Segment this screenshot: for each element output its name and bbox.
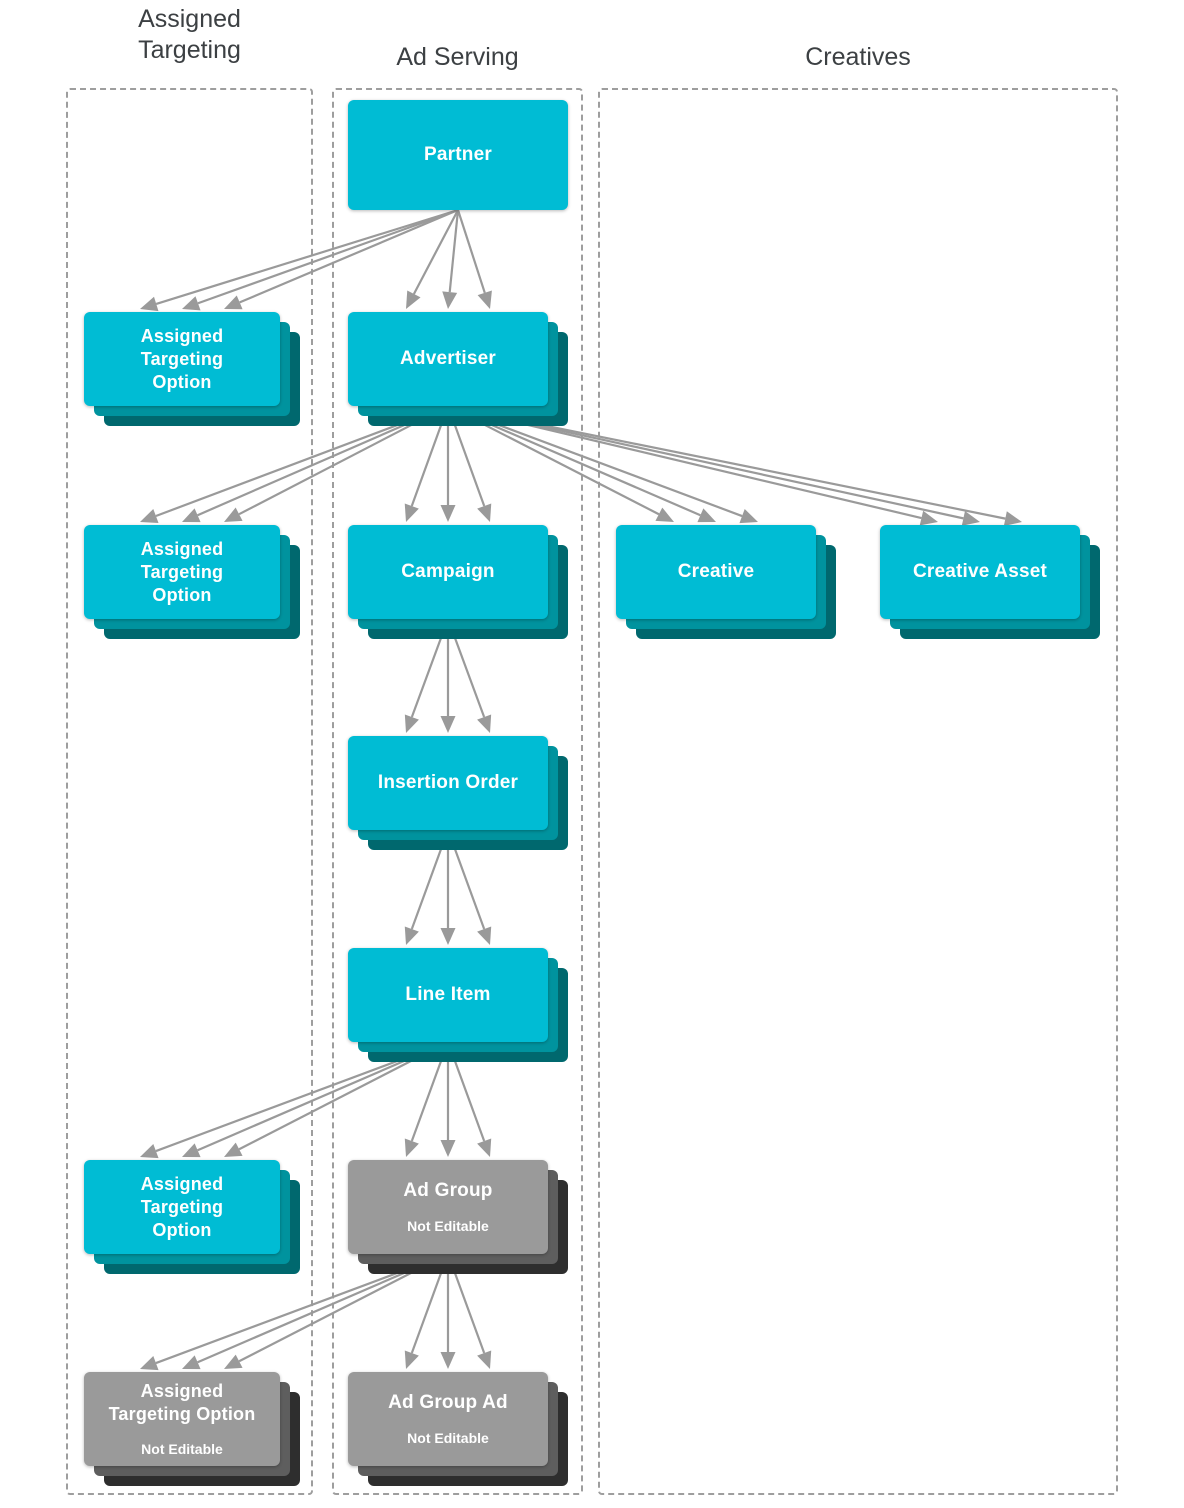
- card-face[interactable]: Creative Asset: [880, 525, 1080, 619]
- column-frame-assigned-targeting: [66, 88, 313, 1495]
- node-subtitle-not-editable: Not Editable: [407, 1218, 489, 1234]
- column-frame-ad-serving: [332, 88, 583, 1495]
- column-label-ad-serving: Ad Serving: [332, 42, 583, 73]
- column-label-line-1: Ad Serving: [396, 43, 519, 71]
- node-title-line: Option: [152, 1219, 212, 1240]
- card-face[interactable]: Partner: [348, 100, 568, 210]
- column-label-line-1: Assigned: [138, 5, 241, 33]
- column-label-line-1: Creatives: [805, 43, 911, 71]
- node-title-line: Assigned: [140, 538, 224, 559]
- card-face[interactable]: Insertion Order: [348, 736, 548, 830]
- node-title: Insertion Order: [377, 772, 519, 793]
- node-title: Partner: [424, 144, 492, 165]
- node-title-line: Targeting: [140, 348, 224, 369]
- node-title: Ad Group: [403, 1180, 493, 1201]
- card-face[interactable]: Line Item: [348, 948, 548, 1042]
- node-title: Line Item: [405, 984, 491, 1005]
- node-title: Ad Group Ad: [388, 1392, 508, 1413]
- node-title-line: Assigned: [140, 325, 224, 346]
- node-title-line: Option: [152, 584, 212, 605]
- card-face[interactable]: Ad Group Ad Not Editable: [348, 1372, 548, 1466]
- node-title: Creative: [677, 561, 755, 582]
- node-title: Creative Asset: [912, 561, 1048, 582]
- node-title: Advertiser: [400, 348, 496, 369]
- node-title: Campaign: [401, 561, 495, 582]
- node-title-line: Assigned: [140, 1173, 224, 1194]
- card-face[interactable]: Campaign: [348, 525, 548, 619]
- column-label-assigned-targeting: Assigned Targeting: [66, 4, 313, 66]
- node-subtitle-not-editable: Not Editable: [407, 1430, 489, 1446]
- card-face[interactable]: Creative: [616, 525, 816, 619]
- column-frame-creatives: [598, 88, 1118, 1495]
- card-face[interactable]: Advertiser: [348, 312, 548, 406]
- node-title-line: Targeting: [140, 561, 224, 582]
- node-title-line: Targeting: [140, 1196, 224, 1217]
- column-label-creatives: Creatives: [598, 42, 1118, 73]
- node-title-line: Targeting Option: [108, 1404, 256, 1424]
- node-title-line: Assigned: [140, 1381, 224, 1401]
- node-title-line: Option: [152, 371, 212, 392]
- node-subtitle-not-editable: Not Editable: [141, 1441, 223, 1457]
- column-label-line-2: Targeting: [138, 36, 241, 64]
